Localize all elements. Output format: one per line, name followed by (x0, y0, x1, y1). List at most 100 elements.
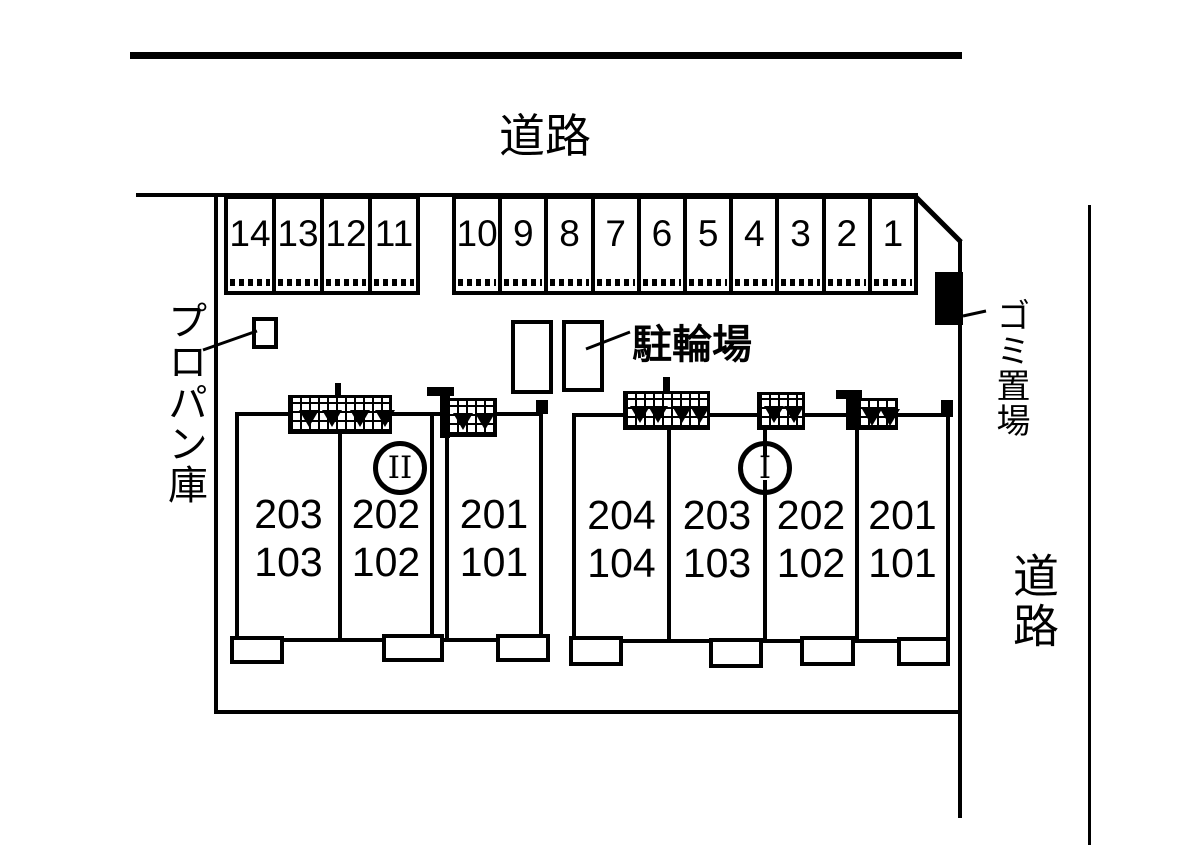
balcony-triangle (453, 413, 473, 430)
parking-space-number: 11 (374, 213, 414, 254)
stairwell-wall (445, 416, 449, 638)
wheel-stop-dotted-line (781, 279, 820, 286)
bicycle-parking-rect-1 (511, 320, 553, 394)
balcony-triangle (880, 409, 900, 426)
wheel-stop-dotted-line (230, 279, 270, 286)
balcony-hatched (288, 395, 395, 434)
parking-space-4: 4 (729, 199, 775, 291)
unit-number-lower: 103 (254, 539, 323, 585)
wheel-stop-dotted-line (735, 279, 774, 286)
parking-space-number: 9 (513, 213, 534, 254)
balcony-triangle (375, 410, 395, 427)
balcony-hatched (445, 398, 497, 437)
unit-number-upper: 204 (587, 492, 656, 538)
entrance-porch (230, 636, 284, 664)
building-number: I (758, 450, 772, 486)
unit-number-lower: 103 (682, 540, 752, 586)
parking-space-number: 2 (836, 213, 858, 254)
parking-space-12: 12 (320, 199, 368, 291)
wall-segment-in-circle (763, 480, 767, 493)
balcony-triangle (672, 406, 692, 423)
wheel-stop-dotted-line (458, 279, 497, 286)
entrance-porch (897, 637, 950, 666)
parking-space-5: 5 (683, 199, 729, 291)
unit-number-upper: 203 (254, 491, 323, 537)
unit-number-upper: 203 (682, 492, 752, 538)
wheel-stop-dotted-line (642, 279, 682, 286)
balcony-triangle (690, 406, 710, 423)
road-top-label: 道路 (499, 110, 591, 162)
wheel-stop-dotted-line (278, 279, 318, 286)
unit-number-upper: 201 (459, 491, 529, 537)
parking-space-7: 7 (590, 199, 637, 291)
parking-space-3: 3 (775, 199, 821, 291)
propane-storage-label: プロパン庫 (162, 300, 206, 505)
wheel-stop-dotted-line (689, 279, 728, 286)
entrance-porch (800, 636, 855, 666)
parking-space-10: 10 (456, 199, 498, 291)
balcony-triangle (350, 410, 370, 427)
wheel-stop-dotted-line (550, 279, 589, 286)
entrance-porch (569, 636, 623, 666)
parking-space-number: 13 (277, 213, 319, 254)
parking-space-6: 6 (636, 199, 683, 291)
unit-divider-wall (763, 417, 767, 639)
entrance-porch (709, 638, 763, 668)
parking-space-11: 11 (368, 199, 416, 291)
party-wall-stub (335, 383, 341, 399)
road-right-edge-line (1088, 205, 1091, 845)
balcony-triangle (784, 406, 804, 423)
propane-storage-marker (252, 317, 278, 349)
parking-space-number: 10 (456, 213, 498, 254)
parking-space-number: 6 (651, 213, 673, 254)
entrance-porch (382, 634, 444, 662)
wheel-stop-dotted-line (374, 279, 414, 286)
parking-space-9: 9 (498, 199, 544, 291)
garbage-area-marker (935, 272, 963, 325)
wheel-stop-dotted-line (326, 279, 366, 286)
parking-space-number: 5 (697, 213, 719, 254)
parking-group-left: 14 13 12 11 (224, 195, 420, 295)
road-top-edge-line (130, 52, 962, 59)
balcony-triangle (299, 410, 319, 427)
unit-divider-wall (855, 417, 859, 639)
bicycle-parking-rect-2 (562, 320, 604, 392)
unit-number-upper: 202 (351, 491, 421, 537)
wall-notch (941, 400, 953, 417)
wall-notch (536, 400, 548, 414)
parking-space-number: 1 (882, 213, 904, 254)
parking-space-number: 7 (605, 213, 626, 254)
unit-number-lower: 102 (351, 539, 421, 585)
stair-mark (440, 387, 450, 438)
site-boundary-left (214, 193, 218, 714)
unit-divider-wall (667, 417, 671, 639)
balcony-triangle (630, 406, 650, 423)
site-boundary-bottom (214, 710, 962, 714)
balcony-triangle (322, 410, 342, 427)
bicycle-parking-label: 駐輪場 (632, 323, 752, 367)
site-boundary-right (958, 241, 962, 818)
balcony-triangle (862, 409, 882, 426)
unit-number-lower: 101 (868, 540, 937, 586)
balcony-triangle (475, 413, 495, 430)
building-number-circle-2: II (373, 441, 427, 495)
parking-space-13: 13 (272, 199, 320, 291)
unit-number-upper: 201 (868, 492, 937, 538)
parking-space-number: 14 (229, 213, 271, 254)
stair-mark (846, 390, 856, 430)
parking-space-8: 8 (544, 199, 590, 291)
building-number: II (387, 450, 413, 486)
stairwell-wall (430, 416, 434, 638)
wheel-stop-dotted-line (827, 279, 866, 286)
wheel-stop-dotted-line (504, 279, 543, 286)
balcony-triangle (648, 406, 668, 423)
